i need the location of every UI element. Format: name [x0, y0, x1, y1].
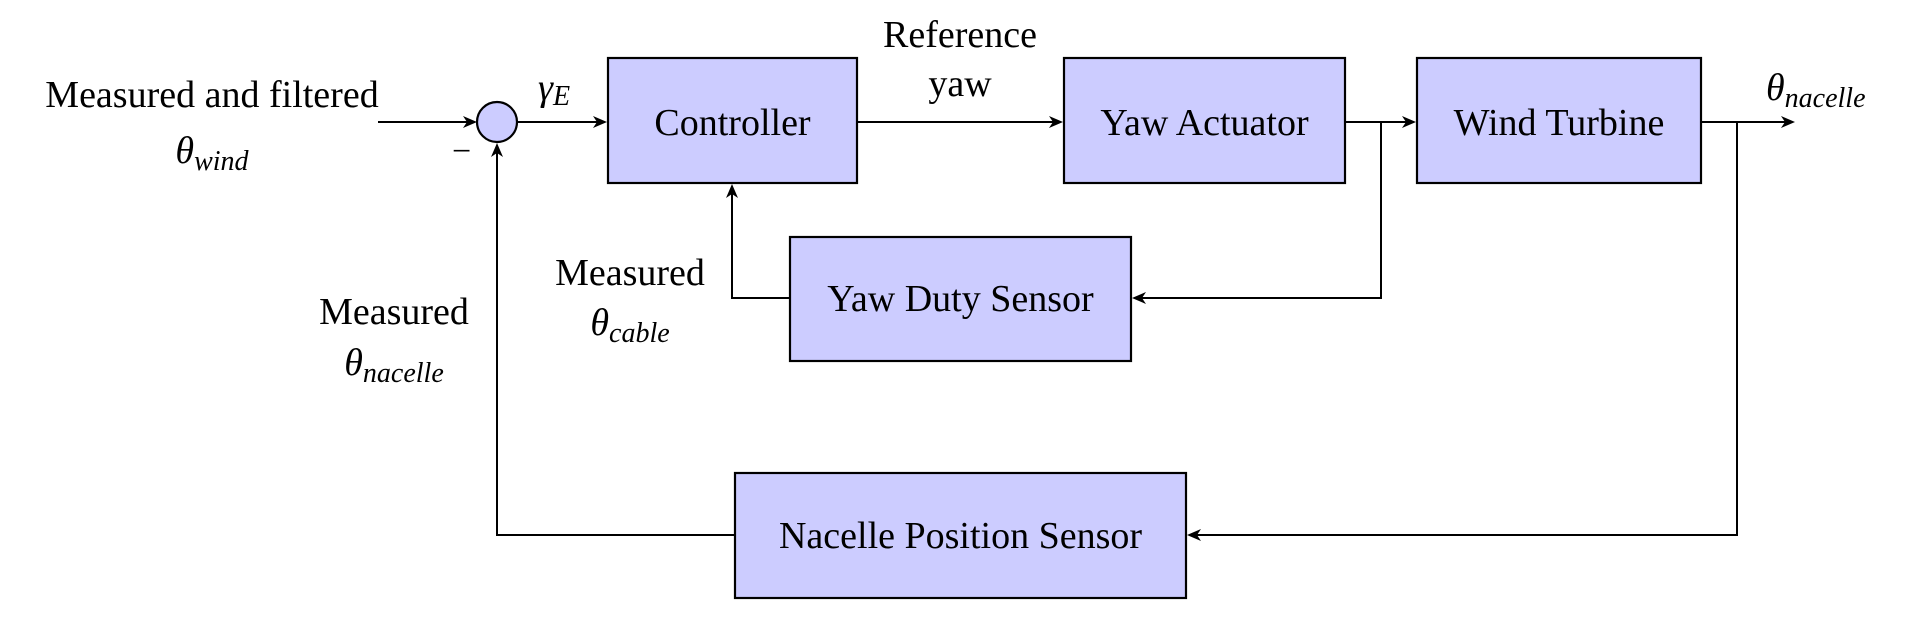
yaw-actuator-block[interactable]: Yaw Actuator: [1062, 56, 1347, 185]
wire-actuator-to-yaw-duty-sensor: [1132, 122, 1382, 304]
input-signal-text: Measured and filtered: [45, 74, 378, 116]
controller-block[interactable]: Controller: [606, 56, 859, 185]
cable-feedback-symbol: θcable: [590, 302, 669, 349]
theta-symbol: θ: [590, 302, 609, 344]
yaw-duty-sensor-block[interactable]: Yaw Duty Sensor: [788, 235, 1133, 363]
arrowhead-icon: [1132, 292, 1146, 304]
arrowhead-icon: [1049, 116, 1063, 128]
nacelle-subscript: nacelle: [363, 358, 444, 389]
e-subscript: E: [552, 81, 570, 112]
theta-symbol: θ: [175, 130, 194, 172]
yaw-duty-sensor-label: Yaw Duty Sensor: [827, 278, 1094, 320]
yaw-actuator-label: Yaw Actuator: [1100, 102, 1309, 144]
theta-symbol: θ: [1766, 67, 1785, 109]
reference-yaw-line2: yaw: [928, 63, 992, 105]
arrowhead-icon: [593, 116, 607, 128]
error-signal-label: γE: [538, 67, 570, 112]
cable-subscript: cable: [609, 318, 670, 349]
wire-junction-to-controller: [517, 116, 607, 128]
cable-feedback-text: Measured: [555, 252, 705, 294]
cable-feedback-label: Measured θcable: [555, 252, 705, 349]
arrowhead-icon: [1187, 529, 1201, 541]
nacelle-feedback-label: Measured θnacelle: [319, 291, 469, 389]
wire-nacelle-sensor-to-junction: [491, 143, 735, 536]
junction-minus-sign: −: [452, 133, 471, 170]
input-signal-symbol: θwind: [175, 130, 249, 177]
gamma-symbol: γ: [538, 67, 554, 109]
arrowhead-icon: [726, 184, 738, 198]
wind-turbine-label: Wind Turbine: [1454, 102, 1665, 144]
wire-turbine-to-output: [1702, 116, 1795, 128]
wire-input-to-junction: [378, 116, 477, 128]
arrowhead-icon: [1402, 116, 1416, 128]
arrowhead-icon: [491, 143, 503, 157]
theta-symbol: θ: [344, 342, 363, 384]
nacelle-feedback-text: Measured: [319, 291, 469, 333]
wire-yaw-duty-sensor-to-controller: [726, 184, 790, 299]
output-signal-label: θnacelle: [1766, 67, 1866, 114]
reference-yaw-line1: Reference: [883, 14, 1037, 56]
wire-actuator-to-turbine: [1346, 116, 1416, 128]
arrowhead-icon: [1781, 116, 1795, 128]
controller-label: Controller: [654, 102, 811, 144]
wind-turbine-block[interactable]: Wind Turbine: [1415, 56, 1703, 185]
input-signal-label: Measured and filtered θwind: [45, 74, 378, 177]
wire-output-to-nacelle-sensor: [1187, 122, 1738, 541]
summing-junction: −: [452, 100, 519, 170]
wire-controller-to-actuator: [858, 116, 1063, 128]
nacelle-position-sensor-block[interactable]: Nacelle Position Sensor: [733, 471, 1188, 600]
nacelle-feedback-symbol: θnacelle: [344, 342, 444, 389]
arrowhead-icon: [463, 116, 477, 128]
nacelle-position-sensor-label: Nacelle Position Sensor: [779, 515, 1142, 557]
reference-yaw-label: Reference yaw: [883, 14, 1037, 105]
wind-subscript: wind: [194, 146, 249, 177]
nacelle-subscript: nacelle: [1785, 83, 1866, 114]
